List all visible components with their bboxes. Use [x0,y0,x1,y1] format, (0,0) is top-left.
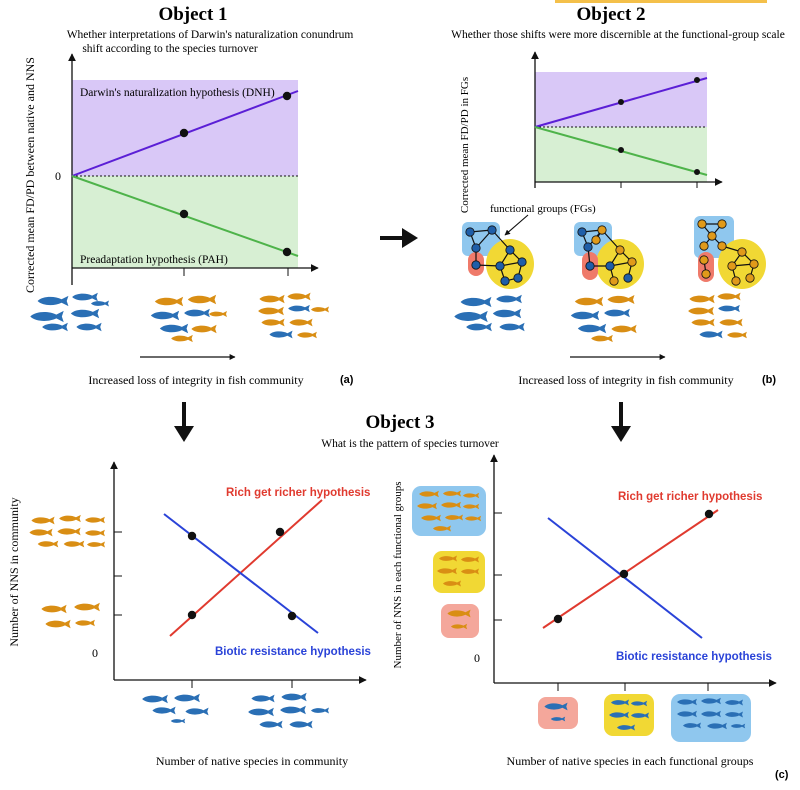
fg-box-blue-native [671,694,751,742]
data-point [275,527,285,537]
arrow-right-icon [380,228,418,248]
fg-network-3 [694,216,766,289]
rich-label: Rich get richer hypothesis [226,487,370,499]
fish-cluster-mixed [150,294,227,343]
data-point [694,169,700,175]
data-point [694,77,700,83]
object3-group: Object 3 What is the pattern of species … [7,412,789,781]
arrow-down-icon [174,402,194,442]
left-xlabel: Number of native species in community [156,754,348,768]
fish-cluster-nns-dominant [258,292,329,339]
data-point [287,611,297,621]
object3-title: Object 3 [365,412,434,433]
fish-cluster-native-only [454,294,525,332]
object1-subtitle-line1: Whether interpretations of Darwin's natu… [67,29,354,41]
data-point [187,610,197,620]
object1-subtitle-line2: shift according to the species turnover [82,43,257,55]
fish-cluster-nns-dominant [688,292,747,339]
zero-label: 0 [55,169,61,183]
fish-cluster-native-few [142,693,209,724]
fg-box-red-nns [441,604,479,638]
data-point [618,147,624,153]
panel-label-a: (a) [340,374,354,386]
fg-label: functional groups (FGs) [490,203,596,215]
data-point [187,531,197,541]
object3-subtitle: What is the pattern of species turnover [321,438,499,450]
fg-pointer-arrow [504,214,529,236]
data-point [179,128,189,138]
lower-band [535,127,707,182]
fg-network-1 [462,222,534,289]
left-ylabel: Number of NNS in community [7,497,21,646]
pah-band [72,176,298,268]
zero-label: 0 [474,651,480,665]
fish-cluster-nns-many [29,514,105,548]
panel-label-b: (b) [762,374,776,386]
object1-group: Object 1 Whether interpretations of Darw… [23,4,354,387]
panel-label-c: (c) [775,769,789,781]
dnh-band [72,80,298,176]
object2-title: Object 2 [576,4,645,25]
object2-subtitle: Whether those shifts were more discernib… [451,29,785,41]
rich-line [542,509,719,629]
biotic-label: Biotic resistance hypothesis [616,651,772,663]
dnh-label: Darwin's naturalization hypothesis (DNH) [80,87,275,99]
data-point [282,91,292,101]
data-point [619,569,629,579]
object2-xlabel: Increased loss of integrity in fish comm… [518,373,733,387]
pah-label: Preadaptation hypothesis (PAH) [80,254,228,266]
object1-title: Object 1 [158,4,227,25]
object2-ylabel: Corrected mean FD/PD in FGs [459,77,471,213]
data-point [704,509,714,519]
fish-cluster-native-only [30,292,109,332]
fg-box-yellow-native [604,694,654,736]
data-point [618,99,624,105]
right-ylabel: Number of NNS in each functional groups [392,482,404,669]
fg-network-2 [574,222,644,289]
object1-ylabel: Corrected mean FD/PD between native and … [23,57,37,293]
rich-label: Rich get richer hypothesis [618,491,762,503]
fg-box-blue-nns [412,486,486,536]
arrow-down-icon [611,402,631,442]
fg-box-yellow-nns [433,551,485,593]
right-xlabel: Number of native species in each functio… [507,754,754,768]
accent-bar [555,0,767,3]
fish-cluster-mixed [570,295,637,343]
object1-xlabel: Increased loss of integrity in fish comm… [88,373,303,387]
data-point [179,209,189,219]
zero-label: 0 [92,646,98,660]
object2-group: Object 2 Whether those shifts were more … [451,4,785,387]
fish-cluster-native-many [248,692,329,729]
data-point [282,247,292,257]
data-point [553,614,563,624]
biotic-label: Biotic resistance hypothesis [215,646,371,658]
fish-cluster-nns-few [41,602,100,629]
fg-box-red-native [538,697,578,729]
